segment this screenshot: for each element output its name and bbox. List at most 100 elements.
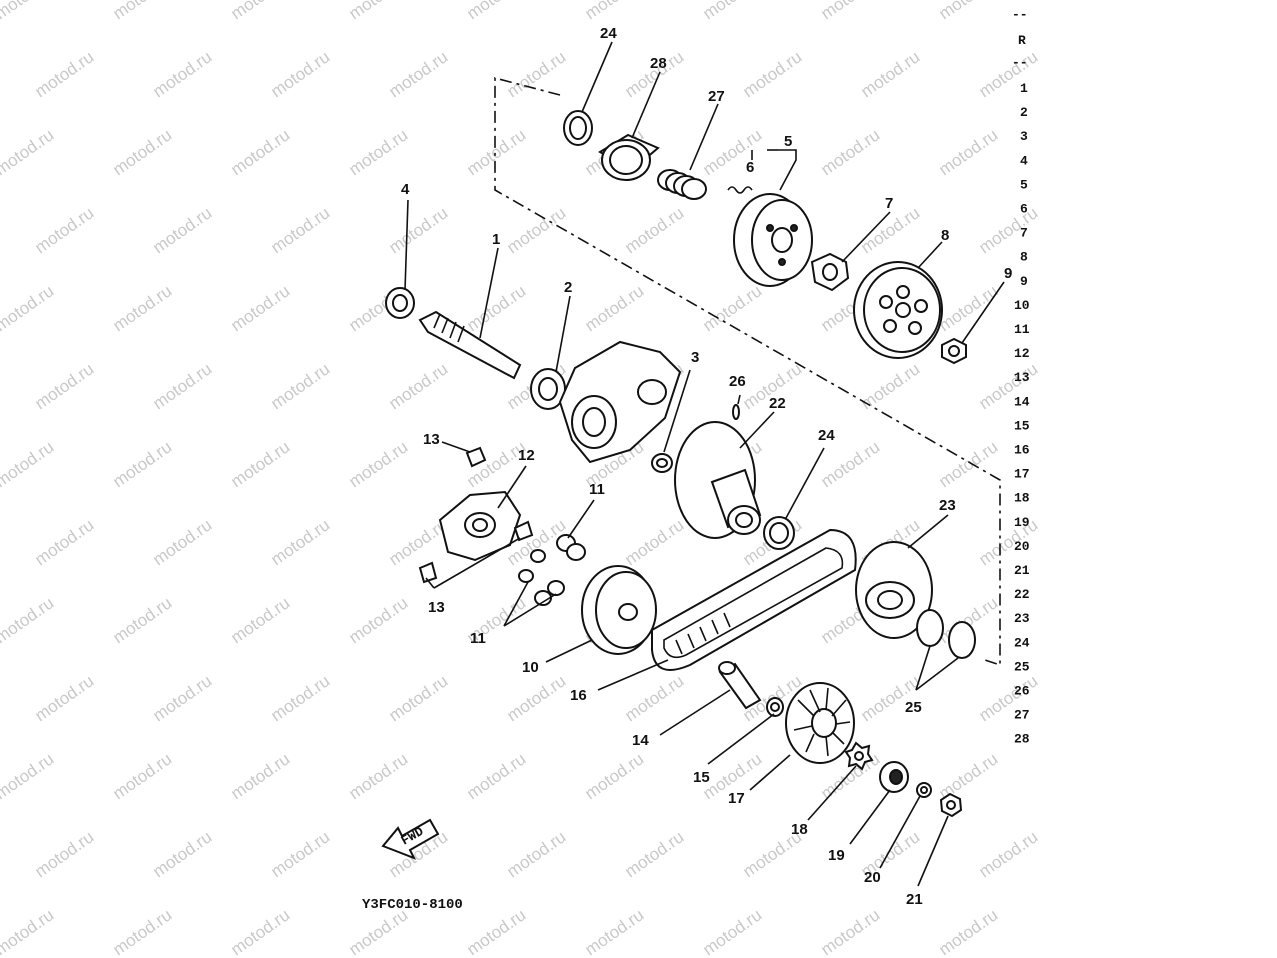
- watermark-text: motod.ru: [267, 359, 333, 413]
- ref-number: 19: [1014, 515, 1030, 530]
- callout-25: 25: [905, 699, 922, 716]
- ref-number: 18: [1014, 491, 1030, 506]
- watermark-text: motod.ru: [581, 281, 647, 335]
- callout-12: 12: [518, 447, 535, 464]
- part-26-key[interactable]: [732, 404, 740, 420]
- ref-number: 8: [1020, 250, 1028, 265]
- fwd-arrow-icon: FWD: [381, 818, 440, 860]
- part-13-slider-top[interactable]: [465, 446, 487, 468]
- watermark-text: motod.ru: [817, 0, 883, 23]
- transmission-case[interactable]: [558, 340, 682, 464]
- part-6-spring[interactable]: [727, 186, 753, 194]
- ref-number: 22: [1014, 587, 1030, 602]
- watermark-text: motod.ru: [0, 905, 57, 958]
- part-9-nut[interactable]: [941, 337, 967, 365]
- watermark-text: motod.ru: [817, 125, 883, 179]
- watermark-text: motod.ru: [699, 905, 765, 958]
- watermark-text: motod.ru: [817, 437, 883, 491]
- watermark-text: motod.ru: [699, 125, 765, 179]
- part-22-sheave[interactable]: [674, 421, 762, 539]
- watermark-text: motod.ru: [0, 281, 57, 335]
- watermark-text: motod.ru: [345, 905, 411, 958]
- part-13-slider-right[interactable]: [513, 520, 534, 542]
- part-15-washer[interactable]: [766, 697, 784, 717]
- part-1-shaft[interactable]: [418, 310, 522, 380]
- watermark-text: motod.ru: [31, 47, 97, 101]
- watermark-text: motod.ru: [503, 47, 569, 101]
- watermark-text: motod.ru: [581, 0, 647, 23]
- watermark-text: motod.ru: [345, 749, 411, 803]
- watermark-text: motod.ru: [975, 671, 1041, 725]
- ref-number: 27: [1014, 708, 1030, 723]
- watermark-text: motod.ru: [699, 0, 765, 23]
- part-16-v-belt[interactable]: [651, 528, 857, 671]
- watermark-text: motod.ru: [385, 359, 451, 413]
- part-24-ring-lower[interactable]: [763, 516, 795, 550]
- part-27-spring[interactable]: [657, 169, 707, 200]
- ref-number: 1: [1020, 81, 1028, 96]
- part-18-star-washer[interactable]: [844, 741, 874, 771]
- watermark-text: motod.ru: [621, 203, 687, 257]
- ref-number: 11: [1014, 322, 1030, 337]
- part-4-bearing[interactable]: [385, 287, 415, 319]
- callout-17: 17: [728, 790, 745, 807]
- part-25-o-rings[interactable]: [916, 609, 976, 659]
- watermark-text: motod.ru: [149, 359, 215, 413]
- part-11-rollers[interactable]: [518, 534, 586, 606]
- watermark-text: motod.ru: [345, 437, 411, 491]
- part-13-slider-left[interactable]: [418, 561, 438, 584]
- part-21-nut[interactable]: [939, 792, 963, 818]
- ref-number: 14: [1014, 394, 1030, 409]
- part-7-nut[interactable]: [810, 252, 850, 292]
- callout-11-bottom: 11: [470, 630, 486, 647]
- part-5-clutch-assembly[interactable]: [733, 193, 813, 287]
- callout-27: 27: [708, 88, 725, 105]
- part-23-secondary-sheave[interactable]: [855, 541, 933, 639]
- part-24-ring[interactable]: [563, 110, 593, 146]
- watermark-text: motod.ru: [463, 905, 529, 958]
- callout-22: 22: [769, 395, 786, 412]
- ref-number: 16: [1014, 443, 1030, 458]
- part-3-washer[interactable]: [651, 453, 673, 473]
- watermark-text: motod.ru: [385, 47, 451, 101]
- part-12-cam[interactable]: [438, 490, 522, 562]
- part-17-fan-pulley[interactable]: [785, 682, 855, 764]
- part-10-sheave[interactable]: [581, 565, 657, 655]
- watermark-text: motod.ru: [935, 125, 1001, 179]
- watermark-text: motod.ru: [227, 593, 293, 647]
- callout-19: 19: [828, 847, 845, 864]
- watermark-text: motod.ru: [581, 749, 647, 803]
- watermark-text: motod.ru: [463, 0, 529, 23]
- part-20-washer[interactable]: [916, 782, 932, 798]
- watermark-text: motod.ru: [581, 905, 647, 958]
- leader-lines: [404, 41, 1005, 887]
- callout-24-lower: 24: [818, 427, 835, 444]
- watermark-text: motod.ru: [739, 47, 805, 101]
- callout-14: 14: [632, 732, 649, 749]
- callout-11-top: 11: [589, 481, 605, 498]
- watermark-text: motod.ru: [227, 125, 293, 179]
- watermark-text: motod.ru: [227, 0, 293, 23]
- ref-number: 10: [1014, 298, 1030, 313]
- ref-number: 21: [1014, 563, 1030, 578]
- watermark-text: motod.ru: [149, 47, 215, 101]
- callout-21: 21: [906, 891, 923, 908]
- callout-16: 16: [570, 687, 587, 704]
- watermark-text: motod.ru: [385, 203, 451, 257]
- ref-number: 17: [1014, 467, 1030, 482]
- callout-24: 24: [600, 25, 617, 42]
- watermark-text: motod.ru: [267, 515, 333, 569]
- part-28-sleeve[interactable]: [598, 133, 660, 181]
- ref-number: 20: [1014, 539, 1030, 554]
- callout-4: 4: [401, 181, 410, 198]
- watermark-text: motod.ru: [975, 359, 1041, 413]
- part-8-clutch-housing[interactable]: [853, 261, 943, 359]
- watermark-text: motod.ru: [0, 437, 57, 491]
- callout-28: 28: [650, 55, 667, 72]
- ref-number: 28: [1014, 732, 1030, 747]
- ref-number: 4: [1020, 153, 1028, 168]
- ref-number: 2: [1020, 105, 1028, 120]
- part-19-cup[interactable]: [879, 761, 909, 793]
- part-14-collar[interactable]: [718, 661, 762, 710]
